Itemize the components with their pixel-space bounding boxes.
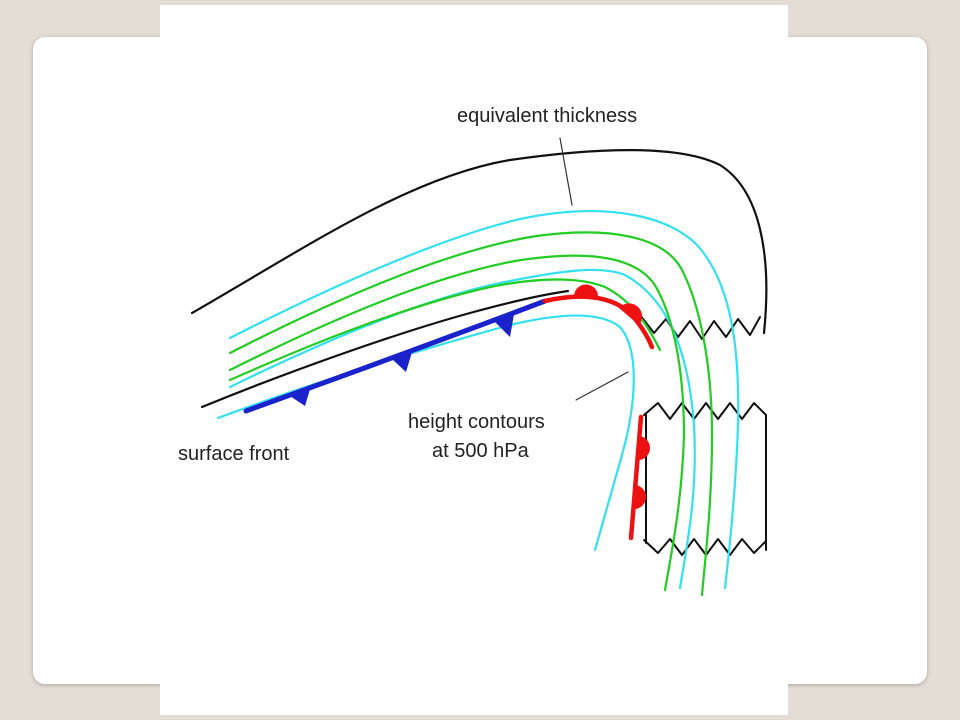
cold-front-line — [243, 298, 548, 414]
warm-front-semicircle-icon — [633, 485, 647, 510]
outer-boundary-upper — [190, 149, 768, 335]
warm-front-semicircle-icon — [574, 284, 599, 297]
cold-front-triangle-icon — [494, 314, 514, 337]
zigzag-boundary-middle — [643, 402, 767, 420]
height-contours-label-line2: at 500 hPa — [432, 440, 530, 462]
thickness-contour-1 — [228, 231, 714, 597]
height-contours-leader — [575, 371, 629, 401]
equivalent-thickness-label: equivalent thickness — [457, 105, 637, 127]
outer-boundary-lower — [200, 289, 570, 409]
surface-front-label: surface front — [178, 443, 290, 465]
warm-front-semicircle-icon — [637, 436, 651, 461]
height-contours-label-line1: height contours — [408, 411, 545, 433]
front-diagram: equivalent thickness height contours at … — [178, 105, 768, 597]
cold-front-triangle-icon — [392, 352, 412, 372]
warm-front-semicircle-icon — [619, 303, 643, 325]
cold-front-triangle-icon — [290, 389, 310, 406]
warm-front-lower-segment — [628, 414, 644, 541]
zigzag-boundary-top — [639, 314, 761, 340]
equivalent-thickness-leader — [559, 137, 573, 206]
height-contour-1 — [228, 210, 740, 590]
figure-panel: equivalent thickness height contours at … — [160, 5, 788, 715]
thickness-contour-2 — [228, 254, 686, 592]
